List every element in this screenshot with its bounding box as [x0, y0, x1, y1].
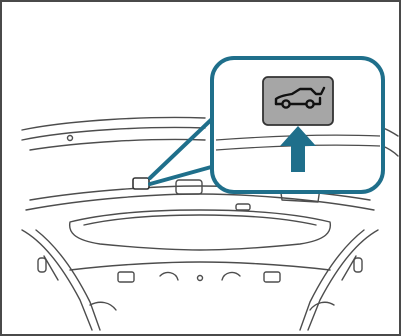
car-wheel-front	[282, 100, 289, 107]
release-button-location	[133, 178, 149, 189]
car-wheel-rear	[306, 100, 313, 107]
tailgate-release-button	[263, 77, 333, 125]
